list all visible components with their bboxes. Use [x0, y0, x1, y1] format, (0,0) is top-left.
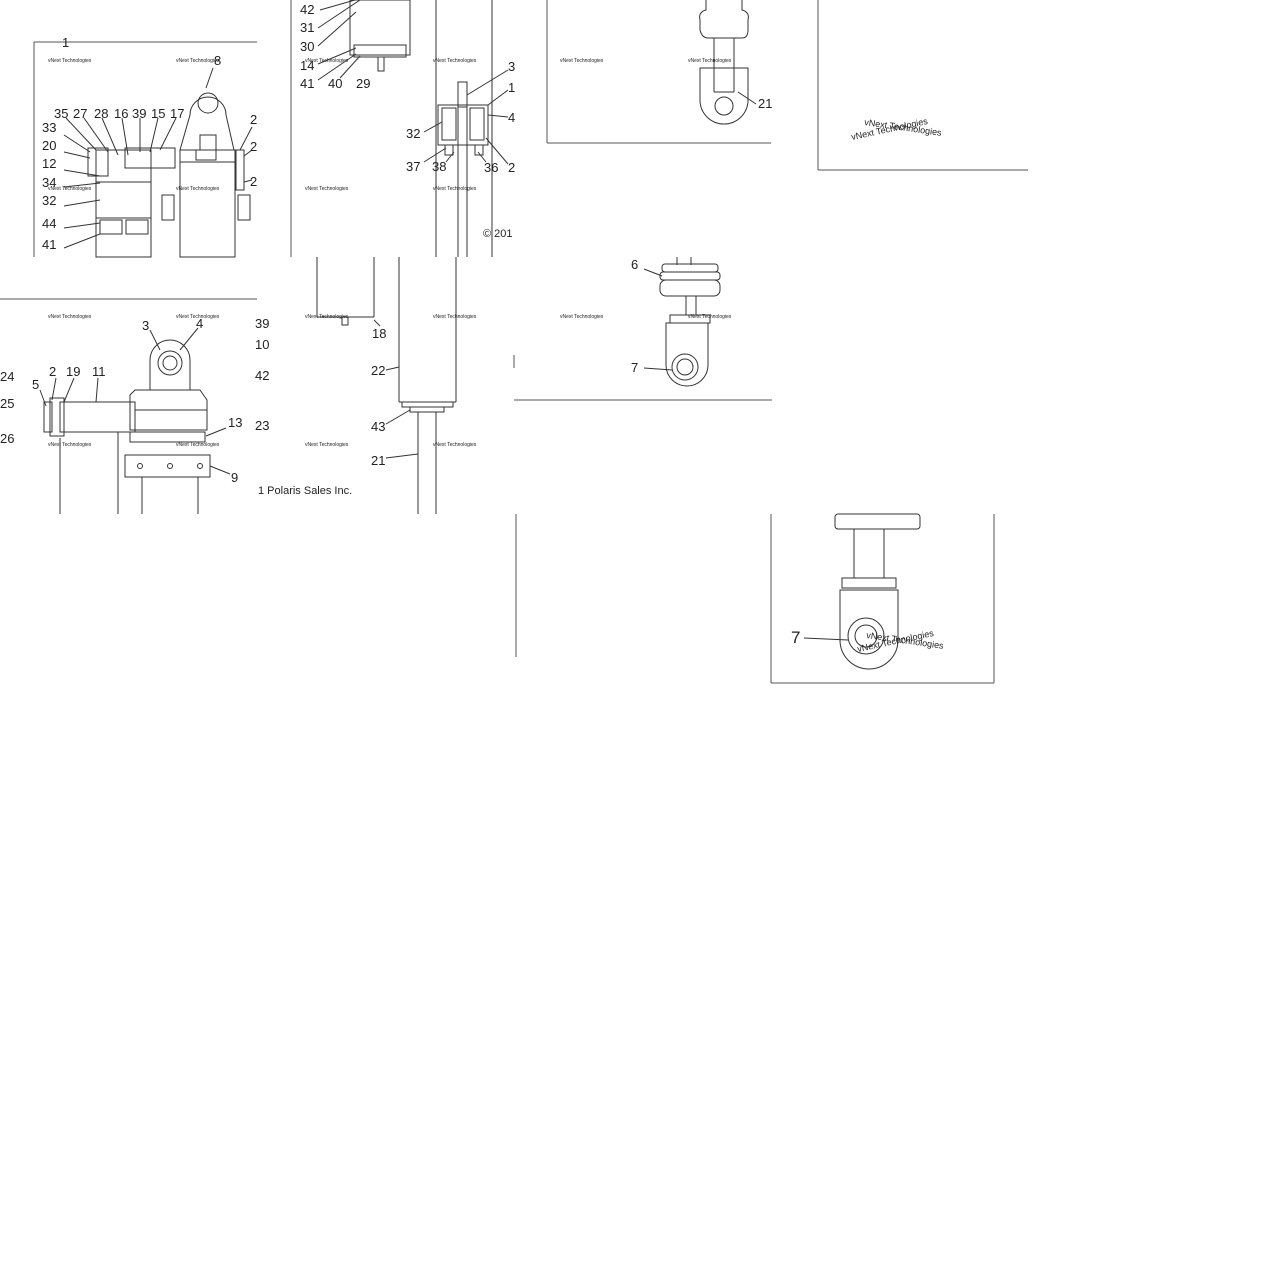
callout: 36 [484, 160, 498, 175]
diagram-tile-5 [0, 298, 257, 514]
callout: 3 [508, 59, 515, 74]
watermark: vNext Technologies [305, 186, 349, 192]
watermark: vNext Technologies [48, 442, 92, 448]
callout: 29 [356, 76, 370, 91]
tile-5-callouts: 3 4 39 10 42 23 24 25 26 5 2 19 11 13 9 [0, 316, 269, 485]
diagram-tile-7 [513, 257, 772, 401]
watermark: vNext Technologies [176, 186, 220, 192]
diagram-tile-3 [546, 0, 771, 144]
watermark: vNext Technologies [48, 58, 92, 64]
callout: 39 [255, 316, 269, 331]
watermark: vNext Technologies [48, 186, 92, 192]
callout: 15 [151, 106, 165, 121]
callout: 2 [250, 139, 257, 154]
callout: 30 [300, 39, 314, 54]
tile-1-callouts: 1 8 35 27 28 16 39 15 17 2 2 2 33 20 12 … [42, 35, 257, 252]
callout: 3 [142, 318, 149, 333]
tile-7-callouts: 6 7 [631, 257, 638, 375]
callout: 34 [42, 175, 56, 190]
callout: 9 [231, 470, 238, 485]
diagram-tile-4 [817, 0, 1028, 171]
watermark: vNext Technologies [688, 314, 732, 320]
callout: 27 [73, 106, 87, 121]
callout: 44 [42, 216, 56, 231]
callout: 14 [300, 58, 314, 73]
callout: 7 [631, 360, 638, 375]
watermark: vNext Technologies [176, 442, 220, 448]
callout: 25 [0, 396, 14, 411]
callout: 12 [42, 156, 56, 171]
diagram-tile-2 [290, 0, 509, 257]
callout: 41 [300, 76, 314, 91]
callout: 40 [328, 76, 342, 91]
tile-9-callouts: 7 [791, 628, 800, 647]
tile-6-callouts: 18 22 43 21 1 Polaris Sales Inc. [258, 326, 386, 497]
callout: 1 [508, 80, 515, 95]
callout: 8 [214, 53, 221, 68]
watermark: vNext Technologies [48, 314, 92, 320]
watermark: vNext Technologies [433, 186, 477, 192]
callout: 6 [631, 257, 638, 272]
callout: 20 [42, 138, 56, 153]
diagram-tile-1 [33, 41, 257, 258]
callout: 32 [406, 126, 420, 141]
tile-3-callouts: 21 [758, 96, 772, 111]
callout: 23 [255, 418, 269, 433]
callout: 5 [32, 377, 39, 392]
watermark: vNext Technologies [433, 442, 477, 448]
callout: 22 [371, 363, 385, 378]
callout: 7 [791, 628, 800, 647]
callout: 21 [758, 96, 772, 111]
callout: 35 [54, 106, 68, 121]
diagram-tile-9 [770, 513, 995, 684]
callout: 18 [372, 326, 386, 341]
callout: 19 [66, 364, 80, 379]
watermark: vNext Technologies [560, 58, 604, 64]
watermark: vNext Technologies [176, 58, 220, 64]
callout: 16 [114, 106, 128, 121]
watermark: vNext Technologies [433, 58, 477, 64]
callout: 39 [132, 106, 146, 121]
callout: 2 [250, 174, 257, 189]
callout: 32 [42, 193, 56, 208]
watermark: vNext Technologies [305, 314, 349, 320]
callout: 1 [62, 35, 69, 50]
callout: 38 [432, 159, 446, 174]
copyright-fragment: © 201 [483, 228, 513, 240]
callout: 43 [371, 419, 385, 434]
callout: 26 [0, 431, 14, 446]
callout: 24 [0, 369, 14, 384]
callout: 37 [406, 159, 420, 174]
callout: 42 [255, 368, 269, 383]
watermarks: vNext Technologies vNext Technologies vN… [48, 58, 732, 448]
tile-2-callouts: 42 31 30 14 41 40 29 3 1 4 32 37 38 36 2… [300, 2, 515, 240]
watermark: vNext Technologies [433, 314, 477, 320]
callout: 13 [228, 415, 242, 430]
callout: 2 [508, 160, 515, 175]
watermark: vNext Technologies [560, 314, 604, 320]
callout: 33 [42, 120, 56, 135]
callout: 11 [92, 364, 106, 379]
watermark: vNext Technologies [305, 442, 349, 448]
callout: 21 [371, 453, 385, 468]
callout: 10 [255, 337, 269, 352]
callout: 31 [300, 20, 314, 35]
callout: 2 [250, 112, 257, 127]
diagram-tile-6 [316, 257, 457, 514]
callout: 4 [508, 110, 515, 125]
callout: 17 [170, 106, 184, 121]
callout: 41 [42, 237, 56, 252]
watermark: vNext Technologies [176, 314, 220, 320]
watermark: vNext Technologies [305, 58, 349, 64]
callout: 42 [300, 2, 314, 17]
callout: 28 [94, 106, 108, 121]
copyright-fragment: 1 Polaris Sales Inc. [258, 485, 352, 497]
callout: 2 [49, 364, 56, 379]
callout: 4 [196, 316, 203, 331]
watermark: vNext Technologies [688, 58, 732, 64]
